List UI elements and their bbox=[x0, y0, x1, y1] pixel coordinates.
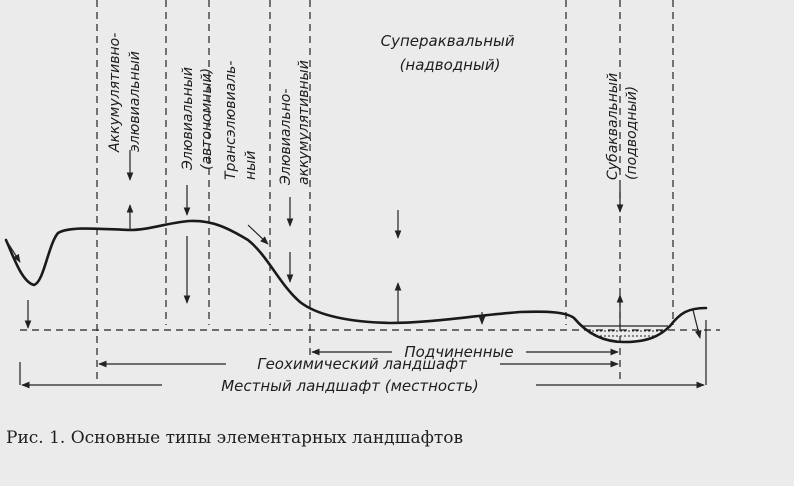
span-label-geochemical-landscape: Геохимический ландшафт bbox=[257, 355, 468, 373]
span-subordinate: Подчиненные bbox=[311, 343, 619, 361]
span-label-subordinate: Подчиненные bbox=[404, 343, 513, 361]
zone-label-accumulative-eluvial: Аккумулятивно- элювиальный bbox=[107, 28, 143, 153]
flow-arrows bbox=[5, 150, 702, 339]
span-label-local-landscape: Местный ландшафт (местность) bbox=[221, 377, 479, 395]
zone-label-eluvial: Элювиальный (автономный) bbox=[180, 63, 215, 171]
terrain-profile bbox=[4, 219, 708, 344]
arrow-diagonal-icon bbox=[247, 224, 269, 245]
figure-caption: Рис. 1. Основные типы элементарных ландш… bbox=[6, 428, 464, 448]
water-surface bbox=[582, 325, 668, 337]
arrow-down-icon bbox=[5, 239, 21, 263]
arrow-down-icon bbox=[692, 309, 702, 339]
span-local-landscape: Местный ландшафт (местность) bbox=[19, 320, 707, 395]
span-geochemical-landscape: Геохимический ландшафт bbox=[98, 355, 619, 373]
zone-label-subaqual: Субаквальный (подводный) bbox=[605, 68, 640, 180]
zone-label-transeluvial: Трансэлювиаль- ный bbox=[223, 56, 259, 180]
zone-label-eluvial-accumulative: Элювиально- аккумулятивный bbox=[278, 60, 312, 186]
zone-label-superaqual: Супераквальный (надводный) bbox=[381, 32, 520, 74]
